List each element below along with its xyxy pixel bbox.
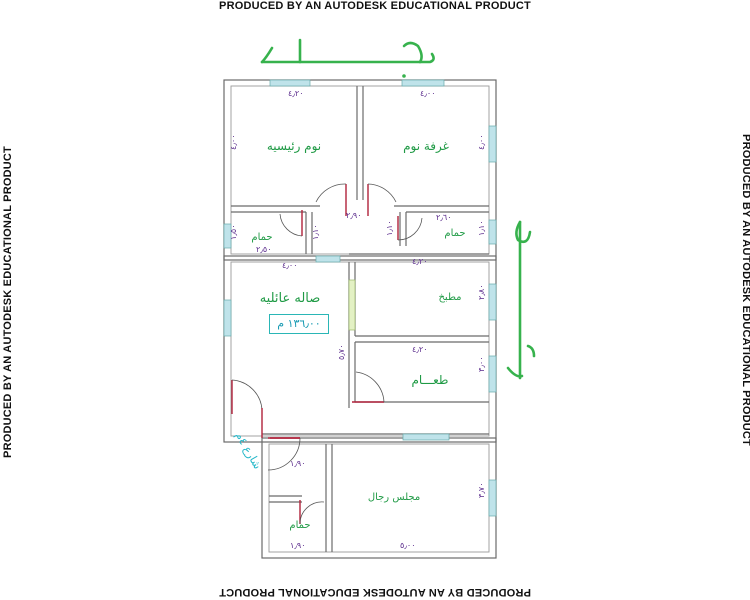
dimension-labels: ٤٫٢٠ ٤٫٠٠ ٤٫٠٠ ٤٫٠٠ ٢٫٥٠ ١٫٥٠ ٢٫٩٠ ١٫١٠ … bbox=[229, 89, 486, 550]
label-bath-left: حمام bbox=[251, 232, 272, 243]
window-top-left bbox=[269, 79, 311, 87]
dim-dining-h: ٣٫٠٠ bbox=[477, 357, 486, 373]
room-labels: نوم رئيسيه غرفة نوم حمام حمام صاله عائلي… bbox=[251, 139, 465, 531]
label-master-bedroom: نوم رئيسيه bbox=[267, 139, 321, 154]
doors bbox=[231, 183, 423, 525]
label-dining: طعـــام bbox=[412, 373, 449, 387]
window-top-right bbox=[401, 79, 445, 87]
dim-bath-bottom-w1: ١٫٩٠ bbox=[290, 459, 306, 468]
label-bedroom: غرفة نوم bbox=[403, 139, 449, 154]
label-bath-right: حمام bbox=[444, 228, 465, 239]
windows bbox=[223, 79, 497, 517]
window-right-4 bbox=[488, 355, 497, 393]
neighbor-top-handwriting bbox=[260, 38, 435, 78]
label-bath-bottom: حمام bbox=[289, 520, 310, 531]
dim-bath-right-w: ٢٫٦٠ bbox=[436, 213, 452, 222]
outer-walls bbox=[223, 79, 497, 559]
window-right-2 bbox=[488, 219, 497, 245]
window-kitchen-opening bbox=[348, 279, 356, 331]
dim-master-w: ٤٫٢٠ bbox=[288, 89, 304, 98]
window-right-3 bbox=[488, 283, 497, 321]
window-left-1 bbox=[223, 223, 232, 249]
dim-bedroom-h: ٤٫٠٠ bbox=[477, 135, 486, 151]
dim-majlis-h: ٣٫٧٠ bbox=[477, 483, 486, 499]
window-hall bbox=[315, 255, 341, 263]
dim-bedroom-w: ٤٫٠٠ bbox=[420, 89, 436, 98]
dim-master-h: ٤٫٠٠ bbox=[229, 135, 238, 151]
dim-corridor-w: ٢٫٩٠ bbox=[346, 211, 362, 220]
dim-dining-w: ٤٫٢٠ bbox=[412, 345, 428, 354]
interior-walls bbox=[231, 86, 489, 552]
dim-kitchen-w: ٤٫٢٠ bbox=[412, 257, 428, 266]
dim-hall-h: ٥٫٧٠ bbox=[337, 345, 346, 361]
watermark-top: PRODUCED BY AN AUTODESK EDUCATIONAL PROD… bbox=[219, 0, 531, 12]
window-right-5 bbox=[488, 479, 497, 517]
dim-corridor-h: ١٫١٠ bbox=[385, 221, 394, 237]
window-majlis bbox=[402, 433, 450, 441]
label-kitchen: مطبخ bbox=[438, 292, 461, 303]
area-label: ١٣٦٫٠٠ م bbox=[269, 314, 329, 334]
dim-hall-w: ٤٫٠٠ bbox=[282, 261, 298, 270]
dim-bath-right-h: ١٫١٠ bbox=[477, 221, 486, 237]
dim-bath-left-h: ١٫٥٠ bbox=[229, 225, 238, 241]
label-family-hall: صاله عائليه bbox=[260, 291, 321, 306]
window-right-1 bbox=[488, 125, 497, 163]
dim-bath-left-w: ٢٫٥٠ bbox=[256, 245, 272, 254]
dim-kitchen-h: ٢٫٨٠ bbox=[477, 285, 486, 301]
neighbor-right-handwriting bbox=[506, 220, 536, 380]
dim-bath-bottom-w2: ١٫٩٠ bbox=[290, 541, 306, 550]
dim-corridor-h2: ١٫١٠ bbox=[311, 225, 320, 241]
label-men-majlis: مجلس رجال bbox=[368, 492, 420, 503]
window-left-2 bbox=[223, 299, 232, 337]
dim-majlis-w: ٥٫٠٠ bbox=[400, 541, 416, 550]
